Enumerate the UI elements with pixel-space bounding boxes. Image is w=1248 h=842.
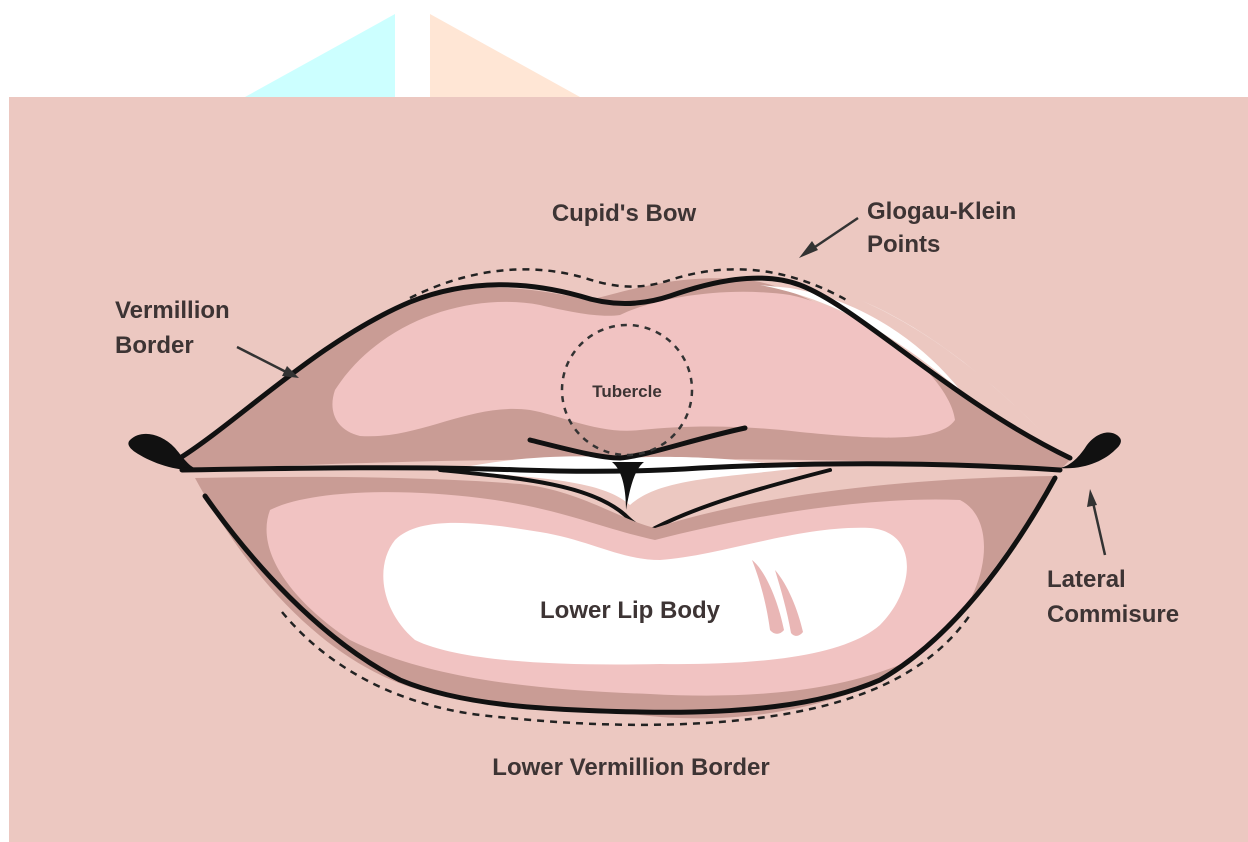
label-lower-lip-body: Lower Lip Body [540,597,721,624]
label-lower-vermillion: Lower Vermillion Border [492,754,769,781]
label-vermillion-line1: Vermillion [115,297,230,324]
label-vermillion-line2: Border [115,332,194,359]
label-tubercle: Tubercle [592,382,662,401]
label-lateral-line1: Lateral [1047,566,1126,593]
label-glogau-klein-line1: Glogau-Klein [867,198,1016,225]
label-cupids-bow: Cupid's Bow [552,200,697,227]
label-lateral-line2: Commisure [1047,601,1179,628]
label-glogau-klein-line2: Points [867,231,940,258]
